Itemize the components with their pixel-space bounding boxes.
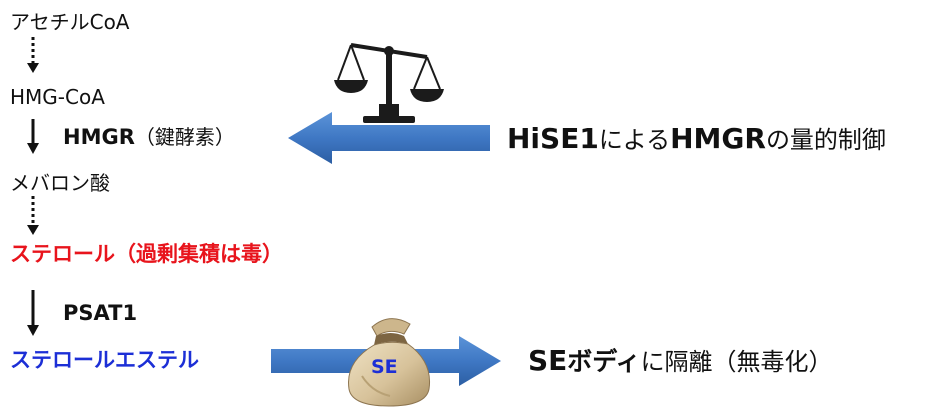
hmg-coa-label: HMG-CoA [10,85,105,109]
acetyl-coa-label: アセチルCoA [10,10,130,34]
isolation-text: に隔離（無毒化） [640,348,833,376]
sterol-label: ステロール（過剰集積は毒） [10,242,283,266]
hise1-control-text: HiSE1によるHMGRの量的制御 [507,125,886,153]
solid-arrow-psat1 [27,290,39,336]
money-sack-icon [348,318,431,407]
niyoru-text: による [598,126,671,154]
quantitative-control-text: の量的制御 [765,126,886,154]
balance-scale-icon [334,43,444,123]
se-text: SE [528,344,568,377]
se-body-text: SEボディに隔離（無毒化） [528,347,833,375]
solid-arrow-hmgr [27,119,39,154]
sterol-ester-label: ステロールエステル [10,348,199,372]
dotted-arrow-2 [27,196,39,235]
body-text: ボディ [567,347,641,376]
psat1-label: PSAT1 [63,301,138,325]
hmgr-note-label: （鍵酵素） [134,125,235,149]
hise1-text: HiSE1 [507,122,599,155]
dotted-arrow-1 [27,37,39,73]
hmgr-right-text: HMGR [670,122,766,155]
hmgr-enzyme-label: HMGR [63,125,135,149]
sack-label: SE [371,356,398,378]
hmgr-enzyme-group: HMGR（鍵酵素） [63,127,235,148]
blue-arrow-left [288,112,490,164]
mevalonate-label: メバロン酸 [10,171,110,195]
